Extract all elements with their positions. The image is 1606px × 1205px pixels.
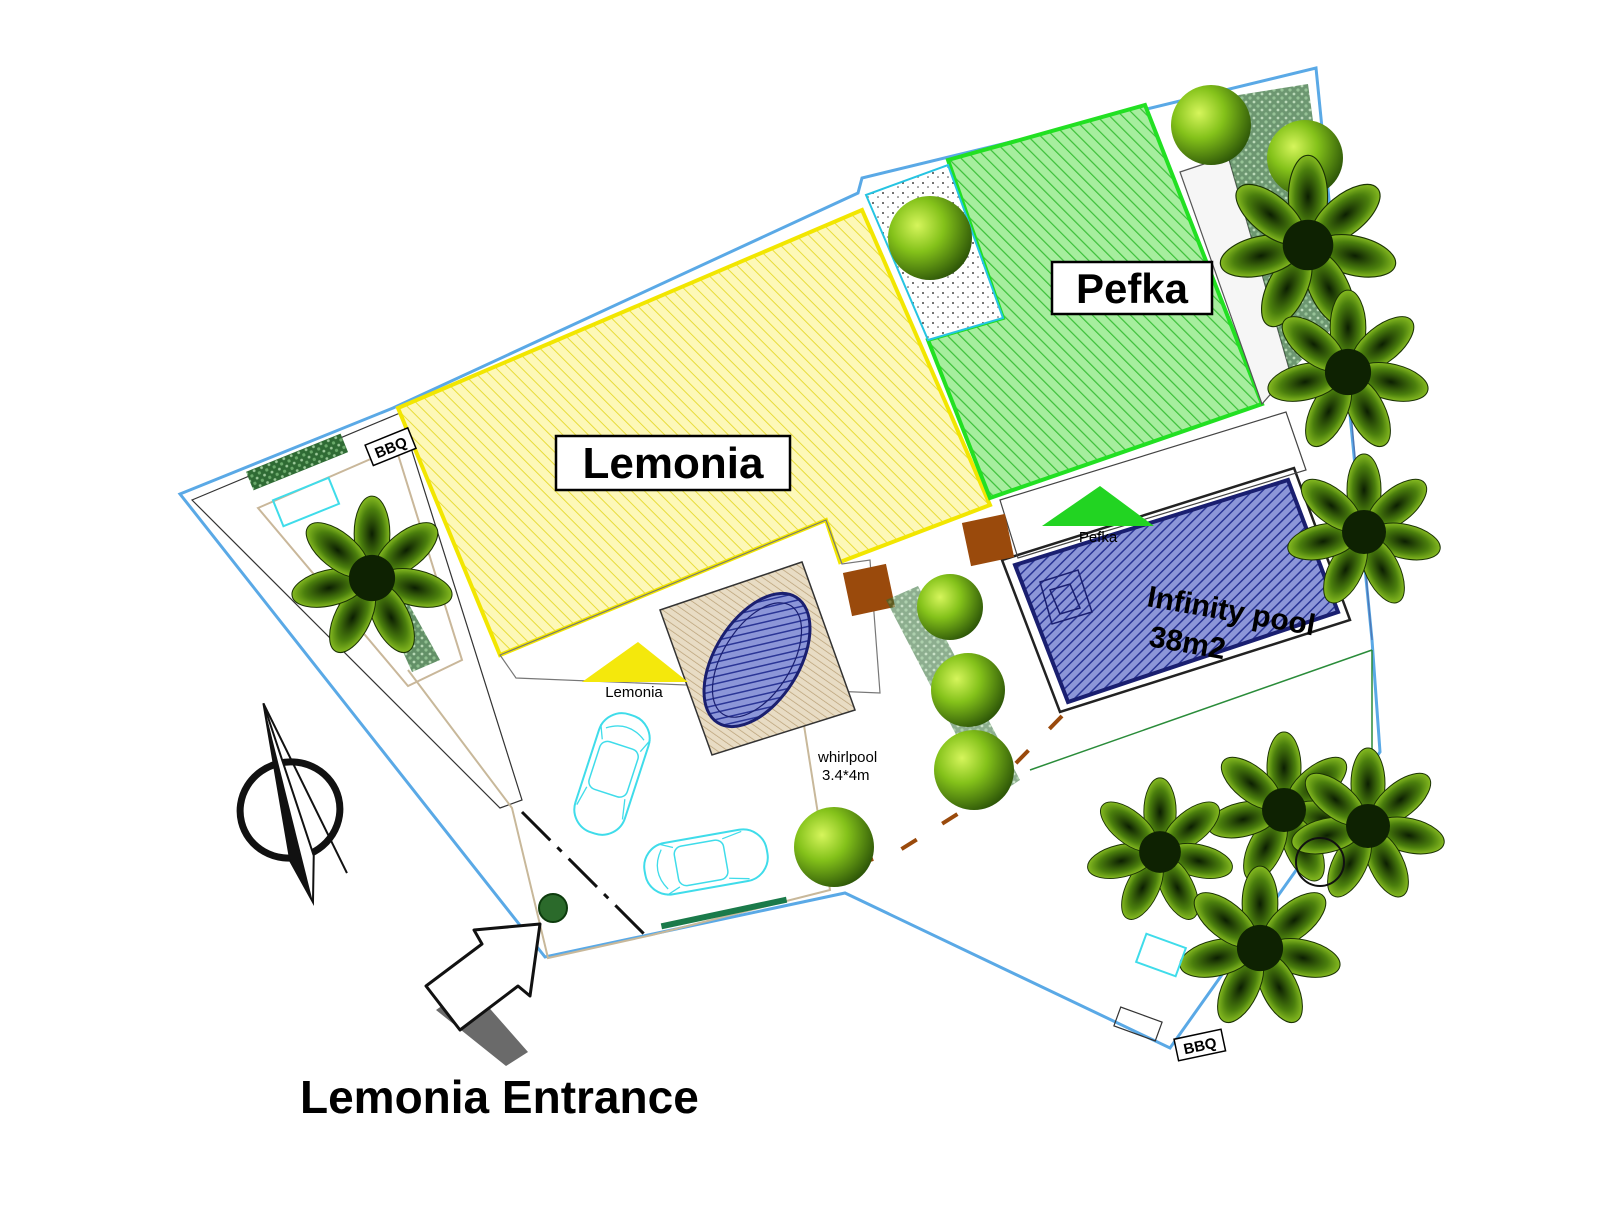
whirlpool-size: 3.4*4m — [822, 767, 870, 784]
car-icon — [567, 706, 657, 842]
whirlpool — [702, 591, 812, 729]
brown-post — [842, 563, 896, 617]
infinity-pool-surround — [1000, 466, 1352, 714]
bbq-left-box — [364, 426, 417, 467]
round-tree-icon — [1171, 85, 1251, 165]
lemonia-terrace — [499, 519, 881, 694]
entrance-gate — [520, 810, 652, 942]
round-tree-icon — [888, 196, 972, 280]
north-arrow-icon — [236, 702, 348, 906]
small-plant-icon — [538, 893, 568, 923]
whirlpool-label: whirlpool — [817, 749, 877, 766]
driveway-hedge — [660, 896, 788, 930]
lemonia-label-box — [554, 434, 792, 492]
bbq-right-label: BBQ — [1182, 1035, 1218, 1059]
pefka-label-box — [1050, 260, 1214, 316]
garden-path-outline — [1029, 649, 1373, 771]
entrance-arrow-icon — [424, 922, 542, 1066]
lemonia-marker-label: Lemonia — [605, 684, 663, 701]
pool-steps — [1039, 569, 1093, 625]
bbq-counter — [1113, 1006, 1163, 1042]
palm-tree-icon — [287, 495, 457, 660]
garden-edge — [869, 714, 1064, 862]
round-tree-icon — [934, 730, 1014, 810]
bbq-hedge — [245, 433, 349, 491]
tree-trunk-marker — [1295, 837, 1345, 887]
bbq-right-box — [1173, 1028, 1227, 1062]
car-icon — [639, 824, 773, 900]
lemonia-house-label: Lemonia — [583, 439, 764, 488]
round-tree-icon — [931, 653, 1005, 727]
garden-table — [1134, 932, 1188, 978]
pefka-marker-label: Pefka — [1079, 529, 1118, 546]
infinity-pool — [1012, 477, 1341, 705]
outdoor-table — [271, 476, 341, 528]
pefka-entrance-marker — [1042, 486, 1154, 526]
pefka-house-label: Pefka — [1076, 265, 1189, 312]
lemonia-entrance-marker — [582, 642, 688, 682]
brown-post — [961, 513, 1015, 567]
pool-deck — [999, 411, 1307, 559]
entrance-title: Lemonia Entrance — [300, 1071, 699, 1123]
round-tree-icon — [917, 574, 983, 640]
round-tree-icon — [794, 807, 874, 887]
